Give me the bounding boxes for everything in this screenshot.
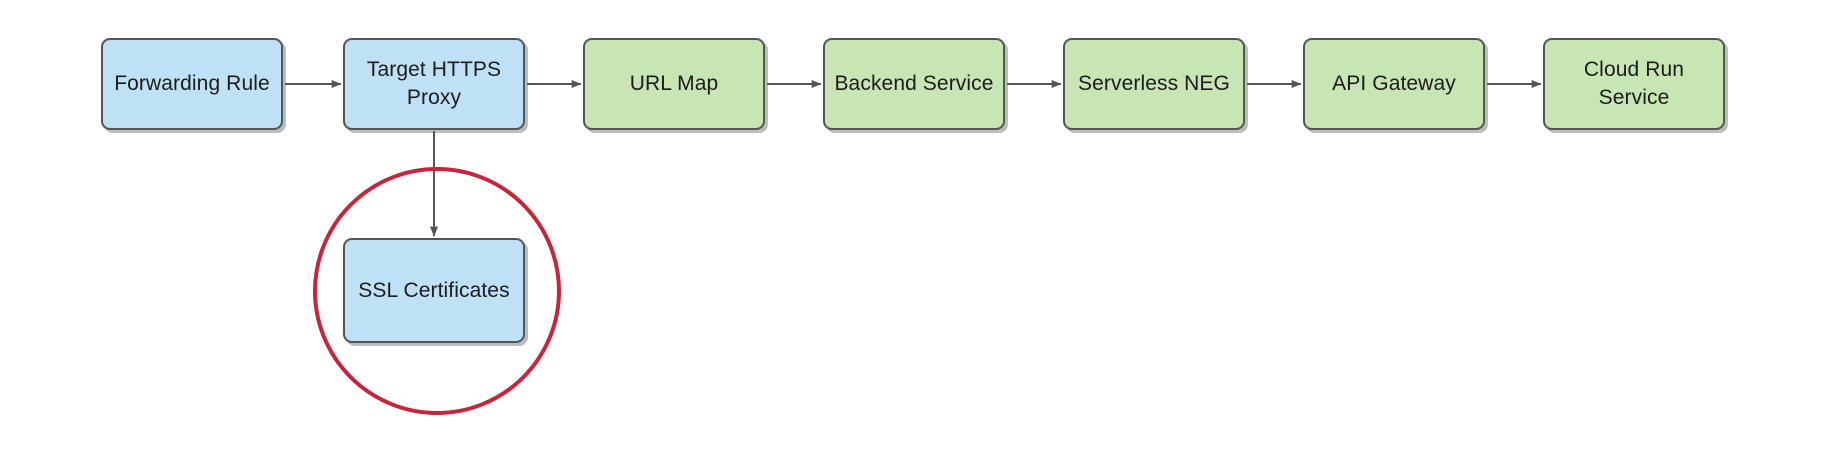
node-url-map-label: URL Map <box>629 72 719 96</box>
node-serverless-neg-label: Serverless NEG <box>1078 72 1230 96</box>
node-backend-service[interactable]: Backend Service <box>823 38 1005 130</box>
node-ssl-certificates-label: SSL Certificates <box>358 278 510 302</box>
ssl-certificates-highlight-circle <box>313 167 561 415</box>
node-serverless-neg[interactable]: Serverless NEG <box>1063 38 1245 130</box>
node-api-gateway[interactable]: API Gateway <box>1303 38 1485 130</box>
node-api-gateway-label: API Gateway <box>1332 72 1456 96</box>
node-cloud-run-service[interactable]: Cloud Run Service <box>1543 38 1725 130</box>
node-ssl-certificates[interactable]: SSL Certificates <box>343 238 525 343</box>
node-backend-service-label: Backend Service <box>834 72 994 96</box>
node-forwarding-rule-label: Forwarding Rule <box>114 72 270 96</box>
node-cloud-run-service-label: Cloud Run Service <box>1583 58 1685 109</box>
node-target-https-proxy-label: Target HTTPS Proxy <box>366 58 502 109</box>
node-forwarding-rule[interactable]: Forwarding Rule <box>101 38 283 130</box>
node-url-map[interactable]: URL Map <box>583 38 765 130</box>
node-target-https-proxy[interactable]: Target HTTPS Proxy <box>343 38 525 130</box>
